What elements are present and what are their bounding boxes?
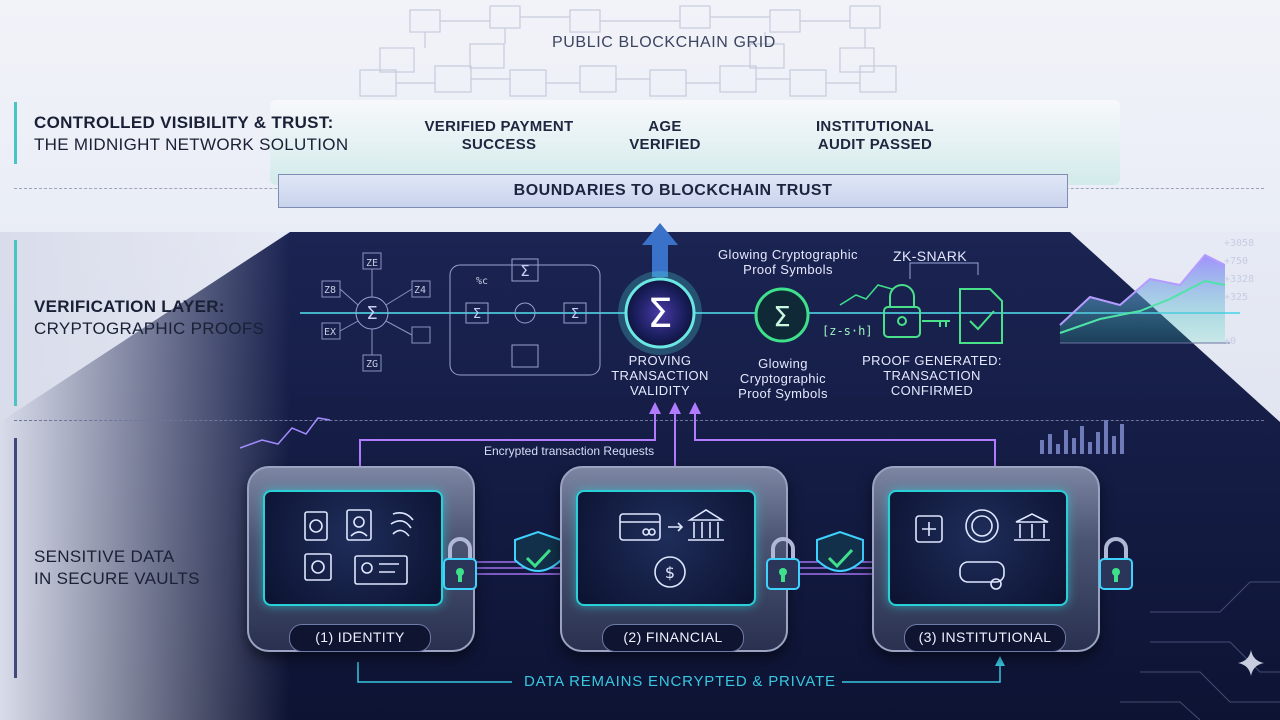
svg-text:Σ: Σ	[366, 303, 377, 324]
proving-line3: VALIDITY	[629, 383, 691, 398]
node-label-ze: ZE	[366, 258, 379, 269]
svg-text:Σ: Σ	[571, 307, 579, 322]
request-lines-graphic	[239, 402, 1124, 683]
proof-generated-label: PROOF GENERATED: TRANSACTION CONFIRMED	[862, 353, 1002, 398]
svg-text:Σ: Σ	[520, 262, 529, 280]
outcome-payment-line2: SUCCESS	[461, 136, 537, 153]
section2-title: VERIFICATION LAYER:	[34, 297, 225, 316]
node-label-ex: EX	[324, 327, 337, 338]
proof-flow-graphic: Σ Σ Σ Σ Σ Σ	[300, 223, 1240, 376]
section3-subtitle: IN SECURE VAULTS	[34, 569, 200, 588]
glow-label-bottom-line1: Glowing	[758, 356, 808, 371]
glow-label-top: Glowing Cryptographic Proof Symbols	[698, 247, 878, 277]
grid-title: PUBLIC BLOCKCHAIN GRID	[552, 34, 776, 51]
proof-line3: CONFIRMED	[890, 383, 974, 398]
zk-snark-label: ZK-SNARK	[893, 248, 967, 264]
vault-financial-screen: $	[576, 490, 756, 606]
lock-icon	[443, 537, 477, 590]
svg-text:Σ: Σ	[647, 291, 672, 337]
proving-line1: PROVING	[628, 353, 692, 368]
proving-label: PROVING TRANSACTION VALIDITY	[605, 353, 715, 398]
section2-heading: VERIFICATION LAYER: CRYPTOGRAPHIC PROOFS	[34, 296, 264, 340]
outcome-audit: INSTITUTIONAL AUDIT PASSED	[790, 118, 960, 154]
section1-accent	[14, 102, 17, 164]
vault-institutional-screen	[888, 490, 1068, 606]
institutional-icons	[915, 509, 1050, 590]
outcome-age-line1: AGE	[648, 118, 682, 135]
glow-label-bottom: Glowing Cryptographic Proof Symbols	[728, 356, 838, 401]
vault-institutional-label: (3) INSTITUTIONAL	[904, 624, 1066, 652]
lock-icon	[1099, 537, 1133, 590]
chart-tick-1: +3058	[1224, 238, 1255, 249]
svg-text:Σ: Σ	[473, 307, 481, 322]
outcomes-panel	[270, 100, 1120, 185]
glow-label-bottom-line3: Proof Symbols	[738, 386, 828, 401]
lock-icon	[766, 537, 800, 590]
glow-label-bottom-line2: Cryptographic	[739, 371, 827, 386]
section2-subtitle: CRYPTOGRAPHIC PROOFS	[34, 319, 265, 338]
node-label-zg: ZG	[366, 359, 379, 370]
formula-label: [z-s·h]	[822, 324, 873, 338]
chart-tick-5: +0	[1224, 336, 1237, 347]
boundaries-banner: BOUNDARIES TO BLOCKCHAIN TRUST	[278, 174, 1068, 208]
footer-label: DATA REMAINS ENCRYPTED & PRIVATE	[524, 673, 836, 690]
outcome-payment-line1: VERIFIED PAYMENT	[424, 118, 574, 135]
section1-heading: CONTROLLED VISIBILITY & TRUST: THE MIDNI…	[34, 112, 348, 156]
financial-icons: $	[619, 509, 725, 588]
proving-line2: TRANSACTION	[611, 368, 709, 383]
section1-subtitle: THE MIDNIGHT NETWORK SOLUTION	[34, 135, 349, 154]
outcome-audit-line1: INSTITUTIONAL	[815, 118, 935, 135]
outcome-payment: VERIFIED PAYMENT SUCCESS	[408, 118, 590, 154]
glow-label-top-line2: Proof Symbols	[743, 262, 833, 277]
vault-identity: (1) IDENTITY	[247, 466, 475, 652]
vault-identity-screen	[263, 490, 443, 606]
outcome-audit-line2: AUDIT PASSED	[817, 136, 933, 153]
sparkle-icon	[1238, 650, 1264, 676]
divider-middle	[14, 420, 1264, 421]
section3-heading: SENSITIVE DATA IN SECURE VAULTS	[34, 546, 200, 590]
section3-title: SENSITIVE DATA	[34, 547, 175, 566]
chart-tick-2: +750	[1224, 256, 1249, 267]
chart-tick-4: +325	[1224, 292, 1249, 303]
blockchain-grid-graphic	[359, 5, 897, 97]
proof-line1: PROOF GENERATED:	[862, 353, 1002, 368]
node-label-pc: %c	[476, 276, 489, 287]
svg-text:Σ: Σ	[773, 300, 791, 333]
node-label-z8: Z8	[324, 285, 337, 296]
section3-accent	[14, 438, 17, 678]
identity-icons	[304, 509, 414, 585]
section2-accent	[14, 240, 17, 406]
section1-title: CONTROLLED VISIBILITY & TRUST:	[34, 113, 334, 132]
svg-text:$: $	[665, 563, 675, 582]
outcome-age-line2: VERIFIED	[629, 136, 701, 153]
vault-institutional: (3) INSTITUTIONAL	[872, 466, 1100, 652]
requests-label: Encrypted transaction Requests	[484, 444, 655, 458]
proof-line2: TRANSACTION	[883, 368, 981, 383]
chart-tick-3: +3328	[1224, 274, 1255, 285]
vault-financial-label: (2) FINANCIAL	[602, 624, 744, 652]
outcome-age: AGE VERIFIED	[610, 118, 720, 154]
node-label-z4: Z4	[414, 285, 427, 296]
glow-label-top-line1: Glowing Cryptographic	[718, 247, 858, 262]
vault-identity-label: (1) IDENTITY	[289, 624, 431, 652]
vault-financial: $ (2) FINANCIAL	[560, 466, 788, 652]
